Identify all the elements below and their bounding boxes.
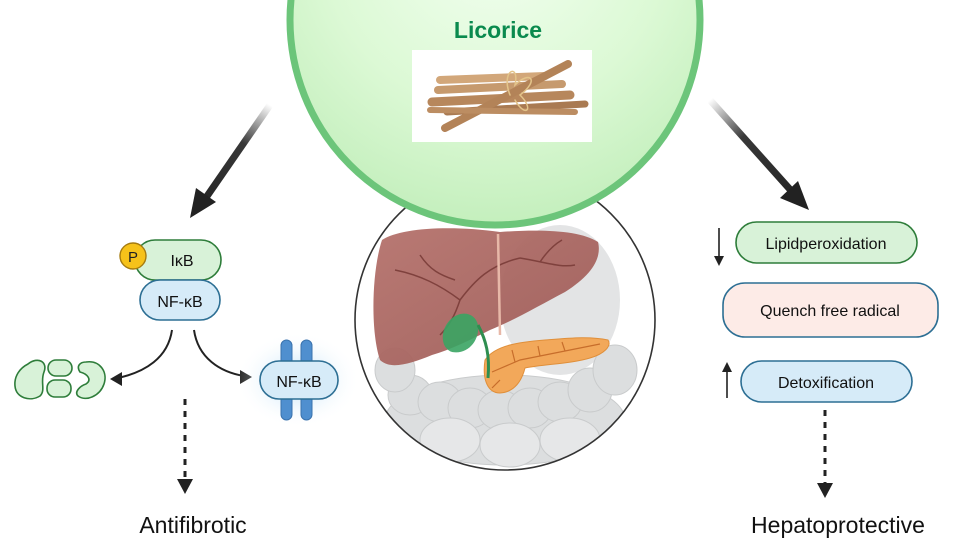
curved-arrow-right xyxy=(193,329,245,377)
effect-label: Detoxification xyxy=(778,375,874,392)
left-pathway: IκB P NF-κB NF-κB Antifibrotic xyxy=(14,239,360,538)
effect-pill-detoxification xyxy=(740,360,913,403)
degraded-ikb-fragments-icon xyxy=(14,359,106,400)
arrow-to-left-pathway xyxy=(190,103,273,218)
nfkb-nuclear-pill xyxy=(259,360,339,400)
curved-arrow-left xyxy=(117,329,173,379)
arrowhead-left xyxy=(110,372,122,386)
nfkb-complex-pill xyxy=(139,279,221,321)
effect-pill-lipidperoxidation xyxy=(735,221,918,264)
pancreas xyxy=(483,337,610,394)
arrow-to-right-pathway xyxy=(707,97,809,210)
licorice-title: Licorice xyxy=(454,17,542,43)
nfkb-nuclear-label: NF-κB xyxy=(276,374,321,391)
antifibrotic-label: Antifibrotic xyxy=(139,512,246,538)
phosphate-label: P xyxy=(128,249,138,266)
gallbladder xyxy=(442,313,479,353)
effect-pill-quench xyxy=(722,282,939,338)
phosphate-circle xyxy=(119,242,147,270)
organ-illustration xyxy=(354,169,656,471)
effect-label: Quench free radical xyxy=(760,303,900,320)
nfkb-complex-label: NF-κB xyxy=(157,294,202,311)
bile-duct xyxy=(476,324,490,379)
hepatoprotective-label: Hepatoprotective xyxy=(751,512,925,538)
falciform-ligament xyxy=(496,233,502,336)
ikb-label: IκB xyxy=(170,253,193,270)
effect-label: Lipidperoxidation xyxy=(766,236,887,253)
dashed-arrowhead-right xyxy=(817,483,833,498)
down-arrowhead xyxy=(714,256,724,266)
right-pathway: Lipidperoxidation Quench free radical De… xyxy=(714,221,939,538)
up-arrowhead xyxy=(722,362,732,372)
licorice-image xyxy=(412,50,592,142)
licorice-root-icon xyxy=(427,60,589,132)
hepatic-vessels xyxy=(394,239,576,336)
pancreatic-duct xyxy=(491,341,601,389)
dashed-arrowhead-left xyxy=(177,479,193,494)
